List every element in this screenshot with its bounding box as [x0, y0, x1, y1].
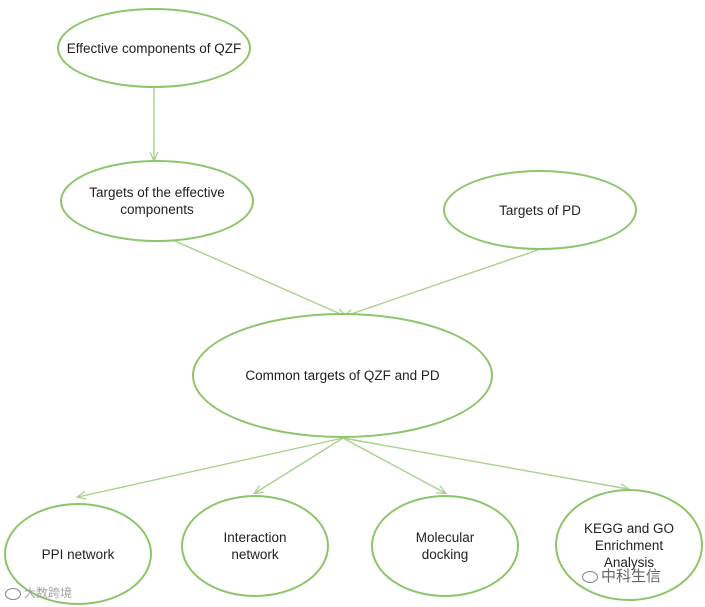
watermark-right-text: 中科生信 [601, 568, 662, 585]
watermark-left: 大数跨境 [5, 584, 72, 601]
edge-targets-pd-to-common [345, 249, 539, 316]
watermark-logo-icon [5, 587, 21, 600]
edge-targets-effective-to-common [174, 240, 345, 316]
edge-common-to-kegg [342, 437, 628, 489]
watermark-right: 中科生信 [582, 565, 661, 586]
node-effective-components: Effective components of QZF [57, 8, 251, 88]
node-targets-of-pd-label: Targets of PD [499, 202, 581, 218]
node-molecular-docking-label: Molecular docking [415, 530, 475, 562]
node-ppi-network-label: PPI network [41, 546, 115, 562]
edge-common-to-molecular [342, 437, 445, 493]
node-common-targets-label: Common targets of QZF and PD [245, 368, 440, 383]
edge-common-to-ppi [78, 437, 344, 497]
node-interaction-network: Interaction network [181, 495, 329, 597]
watermark-left-text: 大数跨境 [24, 586, 73, 600]
node-effective-components-label: Effective components of QZF [66, 40, 242, 56]
node-targets-of-pd: Targets of PD [443, 170, 637, 250]
node-common-targets: Common targets of QZF and PD [192, 313, 493, 438]
wechat-icon [582, 571, 598, 584]
node-kegg-go-enrichment-label: KEGG and GO Enrichment Analysis [583, 520, 675, 570]
node-targets-of-effective-components: Targets of the effective components [60, 160, 254, 242]
node-molecular-docking: Molecular docking [371, 495, 519, 597]
node-kegg-go-enrichment: KEGG and GO Enrichment Analysis [555, 489, 703, 601]
node-targets-of-effective-components-label: Targets of the effective components [89, 185, 225, 217]
node-interaction-network-label: Interaction network [223, 530, 287, 562]
node-ppi-network: PPI network [4, 503, 152, 605]
edge-common-to-interaction [255, 437, 344, 493]
